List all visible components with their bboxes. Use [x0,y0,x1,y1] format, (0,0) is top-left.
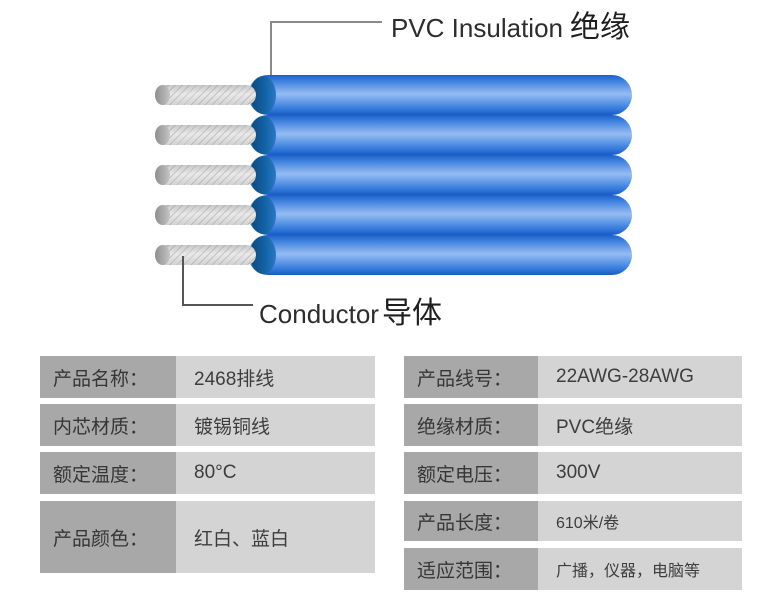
row-label: 产品名称： [40,356,176,398]
row-value: 80°C [176,452,375,494]
cable-conductor [155,85,256,105]
row-value: PVC绝缘 [538,404,742,446]
insulation-leader-line [270,21,382,75]
table-row: 产品线号： 22AWG-28AWG [404,356,742,398]
table-row: 绝缘材质： PVC绝缘 [404,404,742,446]
conductor-annotation: Conductor 导体 [259,288,442,332]
row-label: 绝缘材质： [404,404,538,446]
row-value: 广播，仪器，电脑等 [538,548,742,590]
cable-tube [248,75,632,115]
table-row: 产品颜色： 红白、蓝白 [40,501,375,573]
table-row: 内芯材质： 镀锡铜线 [40,404,375,446]
table-row: 产品名称： 2468排线 [40,356,375,398]
cable-tube [248,235,632,275]
row-label: 额定电压： [404,452,538,494]
table-row: 额定温度： 80°C [40,452,375,494]
row-value: 镀锡铜线 [176,404,375,446]
cable-tube [248,155,632,195]
table-row: 额定电压： 300V [404,452,742,494]
conductor-label-zh: 导体 [381,297,442,330]
row-label: 适应范围： [404,548,538,590]
row-value: 2468排线 [176,356,375,398]
insulation-label-en: PVC Insulation [391,13,563,43]
row-label: 额定温度： [40,452,176,494]
cable-tube [248,115,632,155]
table-row: 适应范围： 广播，仪器，电脑等 [404,548,742,590]
cable-conductor [155,125,256,145]
cable-conductor [155,245,256,265]
row-label: 产品长度： [404,501,538,541]
row-label: 产品颜色： [40,501,176,573]
cable-tube [248,195,632,235]
conductor-label-en: Conductor [259,299,379,329]
cable-conductor [155,165,256,185]
row-label: 产品线号： [404,356,538,398]
row-value: 300V [538,452,742,494]
row-value: 红白、蓝白 [176,501,375,573]
conductor-leader-line [182,256,253,306]
row-value: 610米/卷 [538,501,742,541]
insulation-annotation: PVC Insulation 绝缘 [391,2,630,46]
row-value: 22AWG-28AWG [538,356,742,398]
insulation-label-zh: 绝缘 [569,11,630,44]
row-label: 内芯材质： [40,404,176,446]
cable-conductor [155,205,256,225]
table-row: 产品长度： 610米/卷 [404,501,742,541]
